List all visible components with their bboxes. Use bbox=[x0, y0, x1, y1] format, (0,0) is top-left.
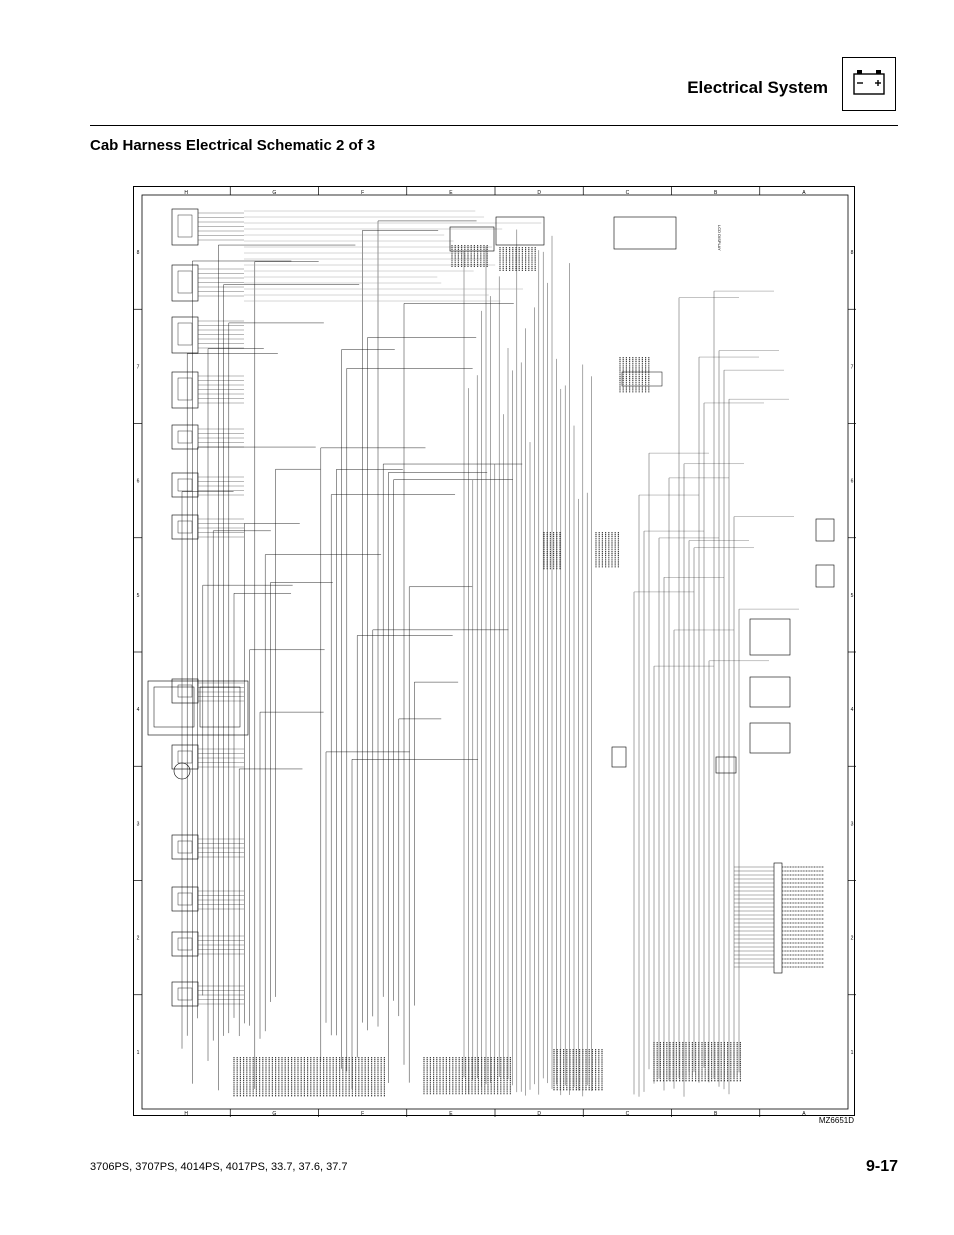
switch-connector bbox=[171, 744, 199, 770]
zone-column-label-top: F bbox=[361, 190, 364, 196]
switch-body bbox=[177, 937, 193, 951]
zone-row-label-left: 7 bbox=[137, 364, 140, 370]
page-title: Cab Harness Electrical Schematic 2 of 3 bbox=[90, 137, 376, 154]
zone-column-label-bottom: E bbox=[449, 1111, 453, 1117]
switch-body bbox=[177, 987, 193, 1001]
footer-models: 3706PS, 3707PS, 4014PS, 4017PS, 33.7, 37… bbox=[90, 1161, 348, 1173]
sensor-connector bbox=[715, 756, 737, 774]
switch-connector bbox=[171, 472, 199, 498]
page-number: 9-17 bbox=[865, 1158, 898, 1175]
zone-column-label-top: G bbox=[272, 190, 276, 196]
zone-row-label-right: 7 bbox=[851, 364, 854, 370]
zone-row-label-right: 8 bbox=[851, 250, 854, 256]
switch-connector bbox=[171, 316, 199, 354]
switch-connector bbox=[171, 424, 199, 450]
switch-body bbox=[177, 377, 193, 401]
zone-column-label-top: D bbox=[537, 190, 541, 196]
switch-connector bbox=[171, 514, 199, 540]
zone-row-label-right: 1 bbox=[851, 1050, 854, 1056]
switch-body bbox=[177, 322, 193, 346]
switch-connector bbox=[171, 678, 199, 704]
battery-icon bbox=[842, 57, 896, 111]
switch-body bbox=[177, 520, 193, 534]
zone-column-label-bottom: G bbox=[272, 1111, 276, 1117]
controller-connector bbox=[773, 862, 783, 974]
switch-body bbox=[177, 840, 193, 854]
top-connector bbox=[449, 226, 495, 252]
switch-body bbox=[177, 430, 193, 444]
figure-id: MZ6651D bbox=[818, 1116, 854, 1125]
zone-row-label-right: 2 bbox=[851, 936, 854, 942]
switch-body bbox=[177, 478, 193, 492]
zone-column-label-top: A bbox=[802, 190, 806, 196]
zone-column-label-top: H bbox=[184, 190, 188, 196]
zone-row-label-right: 3 bbox=[851, 821, 854, 827]
switch-connector bbox=[171, 371, 199, 409]
zone-column-label-bottom: D bbox=[537, 1111, 541, 1117]
zone-row-label-left: 8 bbox=[137, 250, 140, 256]
zone-row-label-left: 4 bbox=[137, 707, 140, 713]
switch-connector bbox=[171, 264, 199, 302]
zone-column-label-bottom: C bbox=[626, 1111, 630, 1117]
switch-connector bbox=[171, 981, 199, 1007]
module-connector bbox=[749, 618, 791, 656]
lcd-display-label: LCD DISPLAY bbox=[717, 225, 722, 251]
sensor-connector bbox=[611, 746, 627, 768]
joystick-body bbox=[153, 686, 195, 728]
relay-connector bbox=[815, 564, 835, 588]
joystick-body bbox=[199, 686, 241, 728]
zone-column-label-bottom: F bbox=[361, 1111, 364, 1117]
horn-symbol bbox=[173, 762, 191, 780]
switch-body bbox=[177, 684, 193, 698]
schematic-inner-border bbox=[141, 194, 849, 1110]
relay-connector bbox=[815, 518, 835, 542]
zone-column-label-bottom: B bbox=[714, 1111, 718, 1117]
switch-body bbox=[177, 270, 193, 294]
zone-row-label-left: 1 bbox=[137, 1050, 140, 1056]
switch-connector bbox=[171, 931, 199, 957]
zone-column-label-bottom: A bbox=[802, 1111, 806, 1117]
wiring-schematic: H H G G F F E E D D C C B B A A 8 8 7 7 6 6 5 5 4 4 3 3 2 2 1 1 LCD DISP… bbox=[133, 186, 856, 1117]
zone-row-label-left: 2 bbox=[137, 936, 140, 942]
switch-connector bbox=[171, 886, 199, 912]
zone-column-label-bottom: H bbox=[184, 1111, 188, 1117]
header-divider bbox=[90, 125, 898, 126]
zone-row-label-left: 5 bbox=[137, 593, 140, 599]
zone-row-label-right: 6 bbox=[851, 479, 854, 485]
switch-body bbox=[177, 892, 193, 906]
zone-row-label-right: 4 bbox=[851, 707, 854, 713]
joystick-connector bbox=[147, 680, 249, 736]
switch-body bbox=[177, 214, 193, 238]
zone-row-label-left: 6 bbox=[137, 479, 140, 485]
schematic-drawing: H H G G F F E E D D C C B B A A 8 8 7 7 6 6 5 5 4 4 3 3 2 2 1 1 LCD DISP… bbox=[134, 187, 856, 1117]
zone-row-label-right: 5 bbox=[851, 593, 854, 599]
lcd-display-connector bbox=[613, 216, 677, 250]
section-title: Electrical System bbox=[687, 78, 828, 97]
module-connector bbox=[749, 722, 791, 754]
zone-column-label-top: E bbox=[449, 190, 453, 196]
zone-column-label-top: B bbox=[714, 190, 718, 196]
zone-row-label-left: 3 bbox=[137, 821, 140, 827]
module-connector bbox=[749, 676, 791, 708]
switch-connector bbox=[171, 208, 199, 246]
switch-body bbox=[177, 750, 193, 764]
switch-connector bbox=[171, 834, 199, 860]
zone-column-label-top: C bbox=[626, 190, 630, 196]
top-connector bbox=[495, 216, 545, 246]
